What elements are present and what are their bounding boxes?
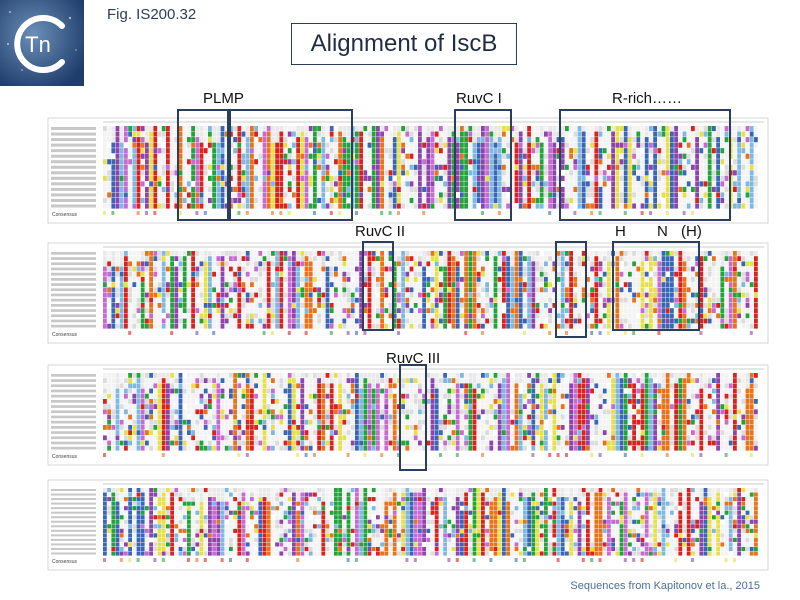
tn-logo: Tn <box>0 0 84 86</box>
alignment-panel-3: Consensus <box>47 364 769 466</box>
figure-label: Fig. IS200.32 <box>107 6 197 23</box>
title-box: Alignment of IscB <box>291 23 517 65</box>
label-r-rich: R-rich…… <box>612 90 682 107</box>
box-plmp <box>177 109 229 221</box>
svg-text:Tn: Tn <box>25 32 51 57</box>
box-hn <box>612 241 700 331</box>
consensus-label: Consensus <box>52 454 78 460</box>
page-title: Alignment of IscB <box>310 30 498 57</box>
label-h: H <box>615 223 626 240</box>
label-ruvc-2: RuvC II <box>355 223 406 240</box>
source-citation: Sequences from Kapitonov et la., 2015 <box>570 580 760 592</box>
box-ruvc-1 <box>454 109 512 221</box>
consensus-label: Consensus <box>52 559 78 565</box>
alignment-panel-1: Consensus <box>47 117 769 224</box>
label-ruvc-3: RuvC III <box>386 350 441 367</box>
label-plmp: PLMP <box>203 90 244 107</box>
box-ruvc-3 <box>399 364 427 471</box>
consensus-label: Consensus <box>52 212 78 218</box>
box-r-rich <box>559 109 731 221</box>
label-n: N <box>657 223 668 240</box>
consensus-label: Consensus <box>52 332 78 338</box>
alignment-panel-2: Consensus <box>47 242 769 344</box>
label-h-paren: (H) <box>681 223 702 240</box>
label-ruvc-1: RuvC I <box>456 90 502 107</box>
alignment-panel-4: Consensus <box>47 479 769 571</box>
box-catalytic-1 <box>555 241 587 338</box>
box-ruvc-2 <box>362 241 394 331</box>
box-plmp-extended <box>229 109 353 221</box>
